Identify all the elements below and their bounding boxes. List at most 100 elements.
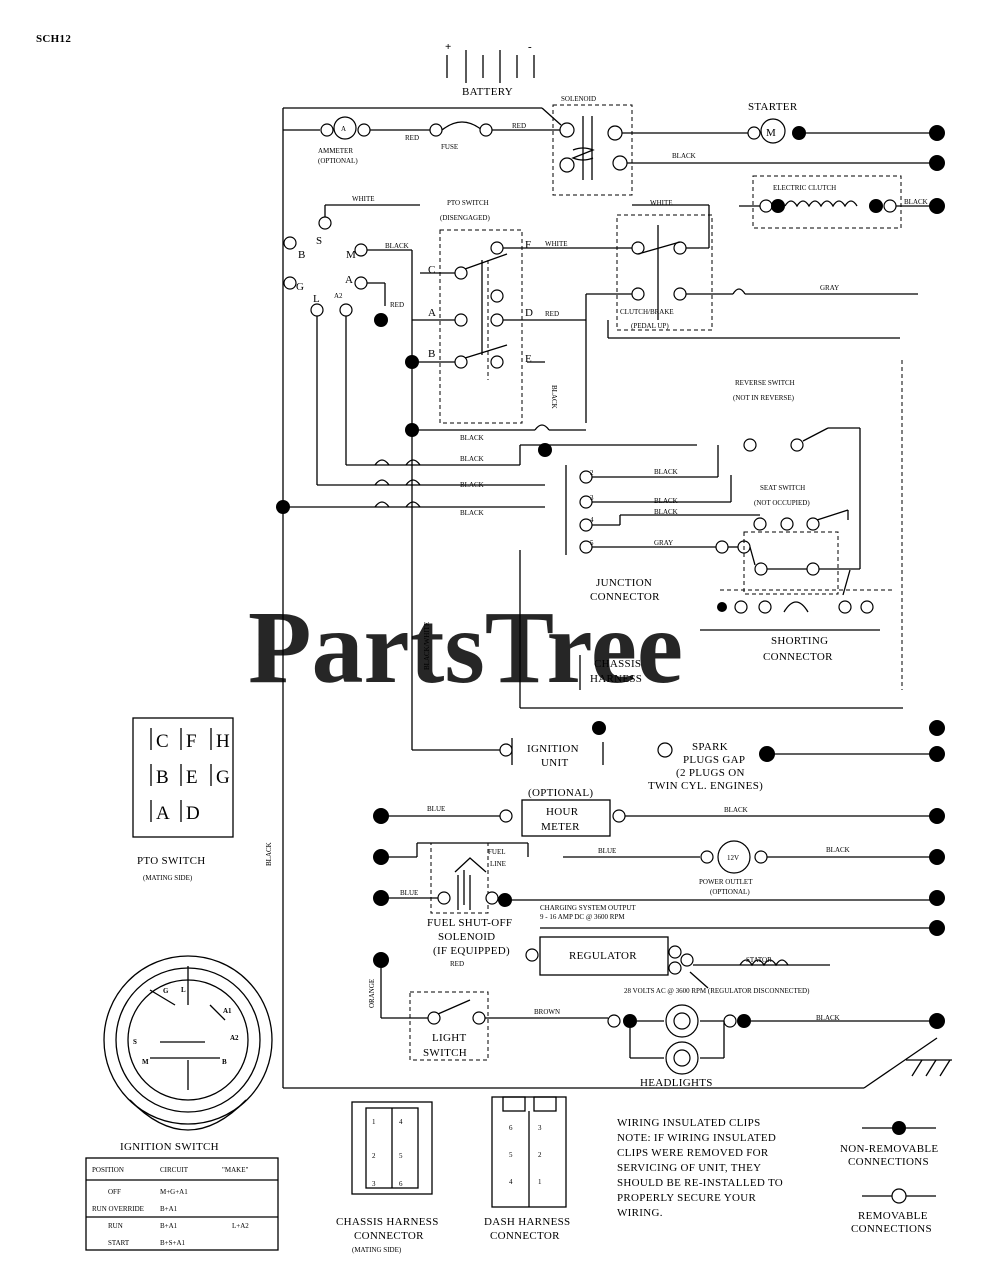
fuse-label: FUSE bbox=[441, 143, 458, 151]
fuel-line-label: FUEL bbox=[488, 848, 506, 856]
note-line-5: SHOULD BE RE-INSTALLED TO bbox=[617, 1177, 783, 1189]
starter-motor: STARTER M bbox=[622, 101, 945, 144]
ignition-table-cell: START bbox=[108, 1239, 130, 1247]
pto-terminal-c: C bbox=[428, 264, 435, 276]
chassis-connector-title-3: (MATING SIDE) bbox=[352, 1246, 402, 1254]
chassis-pin-3: 3 bbox=[372, 1180, 376, 1188]
shorting-connector-label: SHORTING bbox=[771, 635, 828, 647]
ignition-table-cell: L+A2 bbox=[232, 1222, 249, 1230]
table-header-make: "MAKE" bbox=[222, 1166, 248, 1174]
pto-mating-pin-h: H bbox=[216, 731, 230, 752]
ignition-terminal-a2: A2 bbox=[334, 292, 343, 300]
note-line-1: WIRING INSULATED CLIPS bbox=[617, 1117, 760, 1129]
ignition-switch-title: IGNITION SWITCH bbox=[120, 1141, 219, 1153]
wire-label-black-13: BLACK bbox=[826, 846, 850, 854]
junction-connector: 2 3 4 5 JUNCTION CONNECTOR bbox=[565, 465, 660, 603]
chassis-harness-connector: 1 2 3 4 5 6 CHASSIS HARNESS CONNECTOR (M… bbox=[336, 1101, 438, 1254]
chassis-harness-label: CHASSIS bbox=[594, 658, 641, 670]
wire-label-black-14: BLACK bbox=[816, 1014, 840, 1022]
note-line-6: PROPERLY SECURE YOUR bbox=[617, 1192, 757, 1204]
legend-removable-2: CONNECTIONS bbox=[851, 1223, 932, 1235]
ignition-terminal-m: M bbox=[346, 249, 356, 261]
wire-label-blue-2: BLUE bbox=[598, 847, 616, 855]
junction-pin-3: 3 bbox=[590, 494, 594, 502]
chassis-pin-6: 6 bbox=[399, 1180, 403, 1188]
pto-mating-pin-b: B bbox=[156, 767, 169, 788]
power-outlet-rating: 12V bbox=[727, 854, 739, 862]
electric-clutch: ELECTRIC CLUTCH BLACK bbox=[739, 175, 945, 229]
chassis-pin-1: 1 bbox=[372, 1118, 376, 1126]
spark-plugs: SPARK PLUGS GAP (2 PLUGS ON TWIN CYL. EN… bbox=[648, 720, 945, 792]
dash-harness-connector: 6 5 4 3 2 1 DASH HARNESS CONNECTOR bbox=[484, 1096, 570, 1242]
pto-mating-title: PTO SWITCH bbox=[137, 855, 206, 867]
note-line-2: NOTE: IF WIRING INSULATED bbox=[617, 1132, 776, 1144]
ignition-table-cell: OFF bbox=[108, 1188, 121, 1196]
junction-pin-5: 5 bbox=[590, 539, 594, 547]
chassis-pin-2: 2 bbox=[372, 1152, 376, 1160]
stator-label: STATOR bbox=[746, 956, 772, 964]
clutch-brake-label: CLUTCH/BRAKE bbox=[620, 308, 674, 316]
ignition-table-cell: B+A1 bbox=[160, 1222, 178, 1230]
chassis-pin-5: 5 bbox=[399, 1152, 403, 1160]
reverse-switch: REVERSE SWITCH (NOT IN REVERSE) bbox=[586, 379, 861, 547]
power-outlet: BLUE 12V BLACK POWER OUTLET (OPTIONAL) bbox=[373, 840, 945, 896]
ground-symbol-icon bbox=[906, 1059, 952, 1077]
fuel-line-label-2: LINE bbox=[490, 860, 506, 868]
wire-label-blue-3: BLUE bbox=[400, 889, 418, 897]
headlights-label: HEADLIGHTS bbox=[640, 1077, 713, 1089]
dash-pin-2: 2 bbox=[538, 1151, 542, 1159]
ignition-switch-circuit: S M A A2 L G B bbox=[282, 108, 368, 317]
chassis-connector-title-2: CONNECTOR bbox=[354, 1230, 424, 1242]
light-switch-label: LIGHT bbox=[432, 1032, 467, 1044]
power-outlet-label: POWER OUTLET bbox=[699, 878, 753, 886]
wire-label-black-white: BLACK/WHITE bbox=[423, 622, 431, 670]
pto-terminal-a: A bbox=[428, 307, 436, 319]
ignition-view-m: M bbox=[142, 1058, 149, 1066]
wire-label-red-5: RED bbox=[450, 960, 464, 968]
junction-pin-2: 2 bbox=[590, 469, 594, 477]
seat-switch: SEAT SWITCH (NOT OCCUPIED) bbox=[715, 475, 861, 596]
wire-label-black-7: BLACK bbox=[460, 481, 484, 489]
battery-negative-sign: - bbox=[528, 41, 532, 53]
dash-pin-4: 4 bbox=[509, 1178, 513, 1186]
chassis-harness-label-2: HARNESS bbox=[590, 673, 642, 685]
pto-mating-subtitle: (MATING SIDE) bbox=[143, 874, 193, 882]
charging-output-label: CHARGING SYSTEM OUTPUT bbox=[540, 904, 636, 912]
wire-label-white-2: WHITE bbox=[545, 240, 568, 248]
removable-connection-icon bbox=[891, 1188, 907, 1204]
battery-symbol: + - BATTERY bbox=[445, 41, 535, 98]
wire-label-black-15: BLACK bbox=[265, 842, 273, 866]
pto-mating-pin-a: A bbox=[156, 803, 170, 824]
ignition-terminal-l: L bbox=[313, 293, 320, 305]
ignition-unit-label: IGNITION bbox=[527, 743, 579, 755]
legend-non-removable: NON-REMOVABLE bbox=[840, 1143, 938, 1155]
dash-pin-3: 3 bbox=[538, 1124, 542, 1132]
note-line-3: CLIPS WERE REMOVED FOR bbox=[617, 1147, 769, 1159]
pto-mating-pin-e: E bbox=[186, 767, 198, 788]
wire-label-black-11: BLACK bbox=[654, 508, 678, 516]
wire-label-white-3: WHITE bbox=[650, 199, 673, 207]
pto-switch-label: PTO SWITCH bbox=[447, 199, 489, 207]
legend: NON-REMOVABLE CONNECTIONS REMOVABLE CONN… bbox=[840, 1121, 938, 1235]
charging-output-rating: 9 - 16 AMP DC @ 3600 RPM bbox=[540, 913, 625, 921]
fuel-solenoid-label-3: (IF EQUIPPED) bbox=[433, 945, 510, 957]
wire-label-black-5: BLACK bbox=[460, 434, 484, 442]
fuel-solenoid: FUEL LINE BLUE FUEL SHUT-OFF SOLENOID (I… bbox=[373, 842, 945, 968]
wire-label-black-12: BLACK bbox=[724, 806, 748, 814]
legend-non-removable-2: CONNECTIONS bbox=[848, 1156, 929, 1168]
legend-removable: REMOVABLE bbox=[858, 1210, 928, 1222]
ammeter-label: AMMETER bbox=[318, 147, 353, 155]
ignition-view-b: B bbox=[222, 1058, 227, 1066]
pto-terminal-e: E bbox=[525, 353, 532, 365]
pto-mating-pin-g: G bbox=[216, 767, 230, 788]
table-header-position: POSITION bbox=[92, 1166, 124, 1174]
wire-label-black-6: BLACK bbox=[460, 455, 484, 463]
ignition-unit-label-2: UNIT bbox=[541, 757, 568, 769]
ignition-view-a2: A2 bbox=[230, 1034, 239, 1042]
wire-label-blue-1: BLUE bbox=[427, 805, 445, 813]
clutch-brake-state: (PEDAL UP) bbox=[631, 322, 669, 330]
ignition-view-g: G bbox=[163, 987, 169, 995]
wire-label-brown: BROWN bbox=[534, 1008, 560, 1016]
note-line-7: WIRING. bbox=[617, 1207, 663, 1219]
